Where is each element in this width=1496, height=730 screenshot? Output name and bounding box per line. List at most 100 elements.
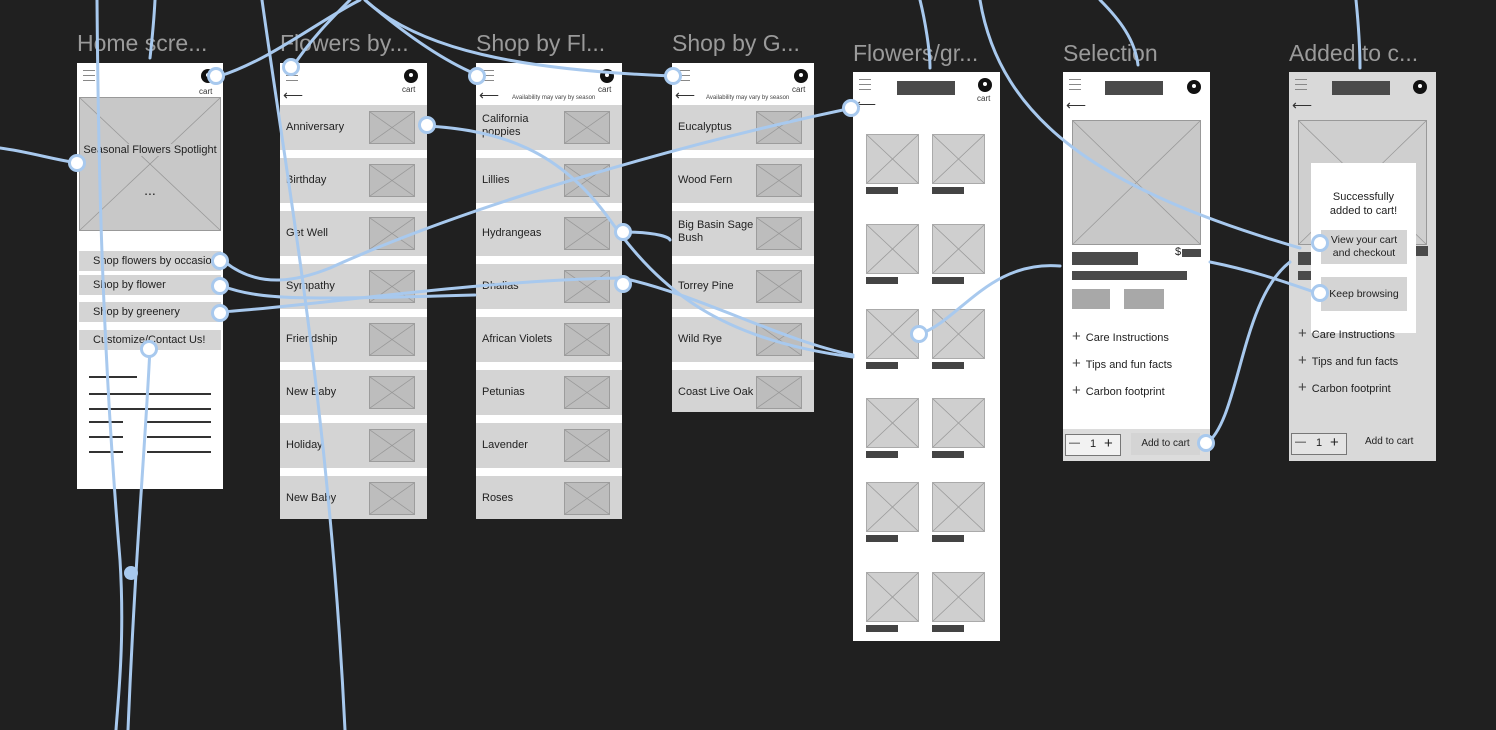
back-arrow-icon[interactable]: ⟵ (675, 87, 696, 103)
expander-carbon[interactable]: +Carbon footprint (1298, 379, 1391, 396)
list-item[interactable]: Holiday (280, 423, 427, 468)
add-to-cart-button[interactable]: Add to cart (1131, 433, 1200, 455)
cart-icon[interactable] (404, 69, 418, 83)
shop-by-greenery-button[interactable]: Shop by greenery (79, 302, 221, 322)
product-tile-label (932, 187, 964, 194)
quantity-stepper[interactable]: — 1 + (1291, 433, 1347, 455)
product-tile[interactable] (932, 572, 985, 622)
connection-node[interactable] (664, 67, 682, 85)
connection-node[interactable] (211, 304, 229, 322)
shop-by-occasion-button[interactable]: Shop flowers by occasion (79, 251, 221, 271)
list-item[interactable]: Wild Rye (672, 317, 814, 362)
list-item[interactable]: Torrey Pine (672, 264, 814, 309)
qty-plus[interactable]: + (1104, 435, 1113, 452)
expander-carbon[interactable]: +Carbon footprint (1072, 382, 1165, 399)
frame-title-flower: Shop by Fl... (476, 30, 606, 56)
expander-tips[interactable]: +Tips and fun facts (1072, 355, 1173, 372)
connection-node[interactable] (140, 340, 158, 358)
list-item[interactable]: Lavender (476, 423, 622, 468)
expander-tips[interactable]: +Tips and fun facts (1298, 352, 1399, 369)
list-item[interactable]: Hydrangeas (476, 211, 622, 256)
cart-icon[interactable] (978, 78, 992, 92)
shop-by-flower-button[interactable]: Shop by flower (79, 275, 221, 295)
connection-node[interactable] (68, 154, 86, 172)
product-tile[interactable] (866, 224, 919, 274)
back-arrow-icon[interactable]: ⟵ (283, 87, 304, 103)
list-item[interactable]: Get Well (280, 211, 427, 256)
product-tile[interactable] (932, 309, 985, 359)
connection-node[interactable] (207, 67, 225, 85)
list-item[interactable]: New Baby (280, 370, 427, 415)
thumbnail-image (756, 164, 802, 197)
connection-node[interactable] (211, 252, 229, 270)
product-tile[interactable] (932, 398, 985, 448)
connection-node[interactable] (468, 67, 486, 85)
product-tile[interactable] (866, 482, 919, 532)
connection-node[interactable] (842, 99, 860, 117)
connection-node[interactable] (1197, 434, 1215, 452)
product-tile[interactable] (866, 309, 919, 359)
qty-plus[interactable]: + (1330, 434, 1339, 451)
back-arrow-icon[interactable]: ⟵ (856, 96, 877, 112)
back-arrow-icon[interactable]: ⟵ (1292, 97, 1313, 113)
connection-node[interactable] (418, 116, 436, 134)
qty-minus[interactable]: — (1295, 436, 1306, 448)
keep-browsing-button[interactable]: Keep browsing (1321, 277, 1407, 311)
product-tile[interactable] (932, 224, 985, 274)
option-chip[interactable] (1072, 289, 1110, 309)
cart-icon[interactable] (794, 69, 808, 83)
hamburger-icon[interactable] (1295, 79, 1307, 90)
product-tile[interactable] (866, 572, 919, 622)
add-to-cart-button[interactable]: Add to cart (1365, 436, 1414, 447)
connection-node[interactable] (124, 566, 138, 580)
list-item[interactable]: Lillies (476, 158, 622, 203)
product-tile[interactable] (932, 482, 985, 532)
connection-node[interactable] (910, 325, 928, 343)
product-tile[interactable] (866, 134, 919, 184)
cart-icon[interactable] (1413, 80, 1427, 94)
connection-node[interactable] (211, 277, 229, 295)
spotlight-banner[interactable]: Seasonal Flowers Spotlight ... (79, 97, 221, 231)
hamburger-icon[interactable] (678, 70, 690, 81)
text-line (89, 376, 137, 378)
connection-node[interactable] (1311, 284, 1329, 302)
back-arrow-icon[interactable]: ⟵ (479, 87, 500, 103)
list-item[interactable]: Big Basin Sage Bush (672, 211, 814, 256)
cart-icon[interactable] (600, 69, 614, 83)
list-item[interactable]: Sympathy (280, 264, 427, 309)
list-item[interactable]: Coast Live Oak (672, 370, 814, 412)
product-tile[interactable] (866, 398, 919, 448)
list-item[interactable]: Petunias (476, 370, 622, 415)
hamburger-icon[interactable] (859, 79, 871, 90)
list-item[interactable]: African Violets (476, 317, 622, 362)
plus-icon: + (1298, 352, 1307, 369)
thumbnail-image (369, 376, 415, 409)
hamburger-icon[interactable] (83, 70, 95, 81)
product-tile[interactable] (932, 134, 985, 184)
availability-note: Availability may vary by season (706, 95, 790, 101)
expander-care[interactable]: +Care Instructions (1298, 325, 1395, 342)
connection-node[interactable] (282, 58, 300, 76)
list-item[interactable]: Birthday (280, 158, 427, 203)
connection-node[interactable] (614, 275, 632, 293)
list-item[interactable]: Roses (476, 476, 622, 519)
product-tile-label (866, 187, 898, 194)
list-item[interactable]: Wood Fern (672, 158, 814, 203)
list-item[interactable]: California poppies (476, 105, 622, 150)
list-item[interactable]: Dhalias (476, 264, 622, 309)
back-arrow-icon[interactable]: ⟵ (1066, 97, 1087, 113)
expander-care[interactable]: +Care Instructions (1072, 328, 1169, 345)
spotlight-more: ... (144, 182, 156, 198)
hamburger-icon[interactable] (1069, 79, 1081, 90)
qty-minus[interactable]: — (1069, 437, 1080, 449)
list-item[interactable]: New Baby (280, 476, 427, 519)
list-item[interactable]: Anniversary (280, 105, 427, 150)
view-cart-checkout-button[interactable]: View your cart and checkout (1321, 230, 1407, 264)
quantity-stepper[interactable]: — 1 + (1065, 434, 1121, 456)
list-item[interactable]: Eucalyptus (672, 105, 814, 150)
list-item[interactable]: Friendship (280, 317, 427, 362)
option-chip[interactable] (1124, 289, 1164, 309)
connection-node[interactable] (614, 223, 632, 241)
connection-node[interactable] (1311, 234, 1329, 252)
cart-icon[interactable] (1187, 80, 1201, 94)
